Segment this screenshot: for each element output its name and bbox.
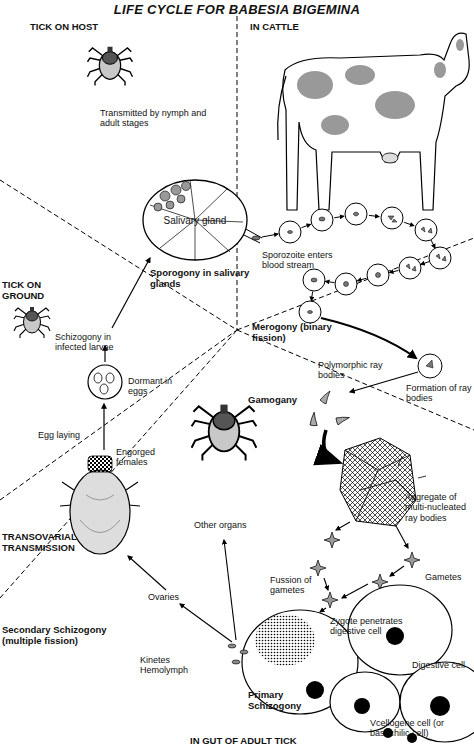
section-label: Sporogony in salivary glands xyxy=(150,268,260,290)
annotation-label: Sporozoite enters blood stream xyxy=(262,250,340,271)
annotation-label: Zygote penetrates digestive cell xyxy=(330,616,435,637)
annotation-label: Engorged females xyxy=(116,447,171,468)
annotation-label: Egg laying xyxy=(38,430,98,440)
section-dividers xyxy=(0,16,474,598)
section-label: Gamogany xyxy=(248,395,318,406)
section-label: TICK ON GROUND xyxy=(2,280,82,302)
gland-node: Salivary gland xyxy=(150,205,240,235)
annotation-label: Dormant in eggs xyxy=(128,376,188,397)
salivary-gland xyxy=(143,180,262,260)
annotation-label: Schizogony in infected larvae xyxy=(55,332,133,353)
section-label: TICK ON HOST xyxy=(30,22,120,33)
annotation-label: Gametes xyxy=(425,572,474,582)
annotation-label: Kinetes Hemolymph xyxy=(140,655,190,676)
section-label: TRANSOVARIAL TRANSMISSION xyxy=(2,532,117,554)
annotation-label: Formation of ray bodies xyxy=(406,383,472,404)
blood-cells xyxy=(252,203,451,392)
diagram-title: LIFE CYCLE FOR BABESIA BIGEMINA xyxy=(0,2,474,17)
gut-cells xyxy=(128,540,474,743)
annotation-label: Vcellogene cell (or basochilic cell) xyxy=(370,718,470,739)
annotation-label: Transmitted by nymph and adult stages xyxy=(100,108,220,129)
section-label: Primary Schizogony xyxy=(248,690,310,712)
node-text: Salivary gland xyxy=(164,215,227,226)
annotation-label: Digestive cell xyxy=(412,660,472,670)
annotation-label: Polymorphic ray bodies xyxy=(318,360,390,381)
cow xyxy=(278,33,470,210)
section-label: IN GUT OF ADULT TICK xyxy=(190,736,340,747)
section-label: Merogony (binary fission) xyxy=(252,322,352,344)
tick-icon xyxy=(88,47,133,86)
section-label: Secondary Schizogony (multiple fission) xyxy=(2,625,122,647)
annotation-label: Fussion of gametes xyxy=(270,575,325,596)
annotation-label: Other organs xyxy=(194,520,254,530)
annotation-label: Ovaries xyxy=(148,592,198,602)
annotation-label: Aggregate of multi-nucleated ray bodies xyxy=(405,492,473,523)
adult-tick xyxy=(192,405,257,461)
section-label: IN CATTLE xyxy=(250,22,340,33)
larva-tick xyxy=(14,307,50,338)
